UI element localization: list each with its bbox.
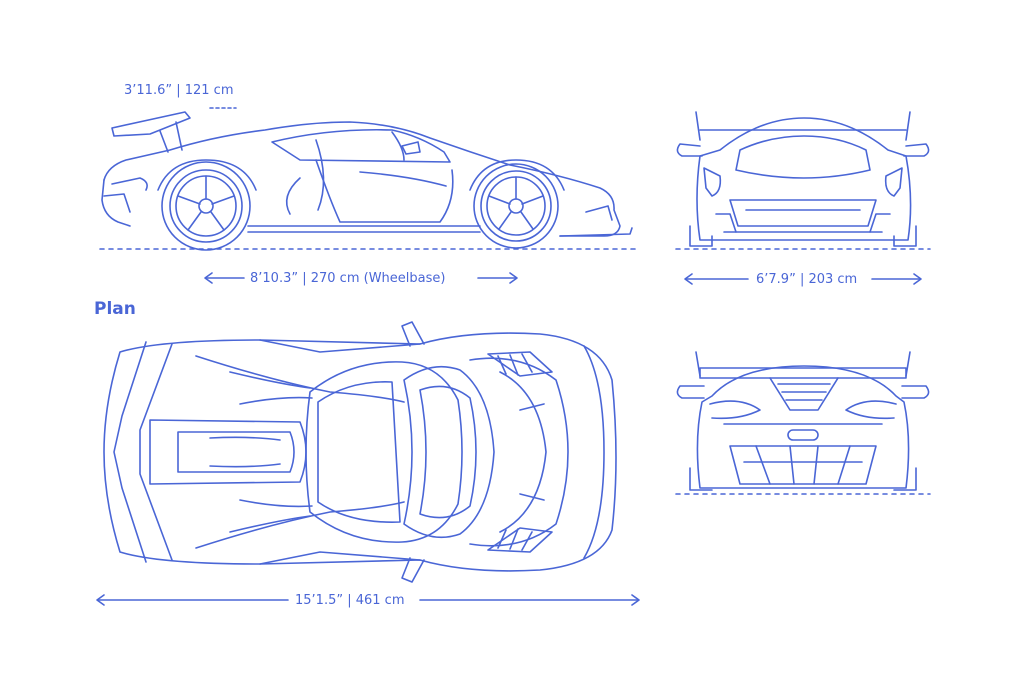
front-view-car bbox=[675, 111, 931, 250]
side-view-car bbox=[99, 107, 637, 251]
wheelbase-dimension bbox=[204, 272, 518, 284]
height-label: 3’11.6” | 121 cm bbox=[124, 83, 234, 98]
wheelbase-label: 8’10.3” | 270 cm (Wheelbase) bbox=[250, 271, 446, 286]
length-label: 15’1.5” | 461 cm bbox=[295, 593, 405, 608]
length-dimension bbox=[96, 594, 640, 606]
width-label: 6’7.9” | 203 cm bbox=[756, 272, 858, 287]
plan-view-car bbox=[103, 321, 617, 583]
plan-heading: Plan bbox=[94, 299, 136, 319]
rear-view-car bbox=[675, 351, 931, 495]
width-dimension bbox=[684, 273, 922, 285]
